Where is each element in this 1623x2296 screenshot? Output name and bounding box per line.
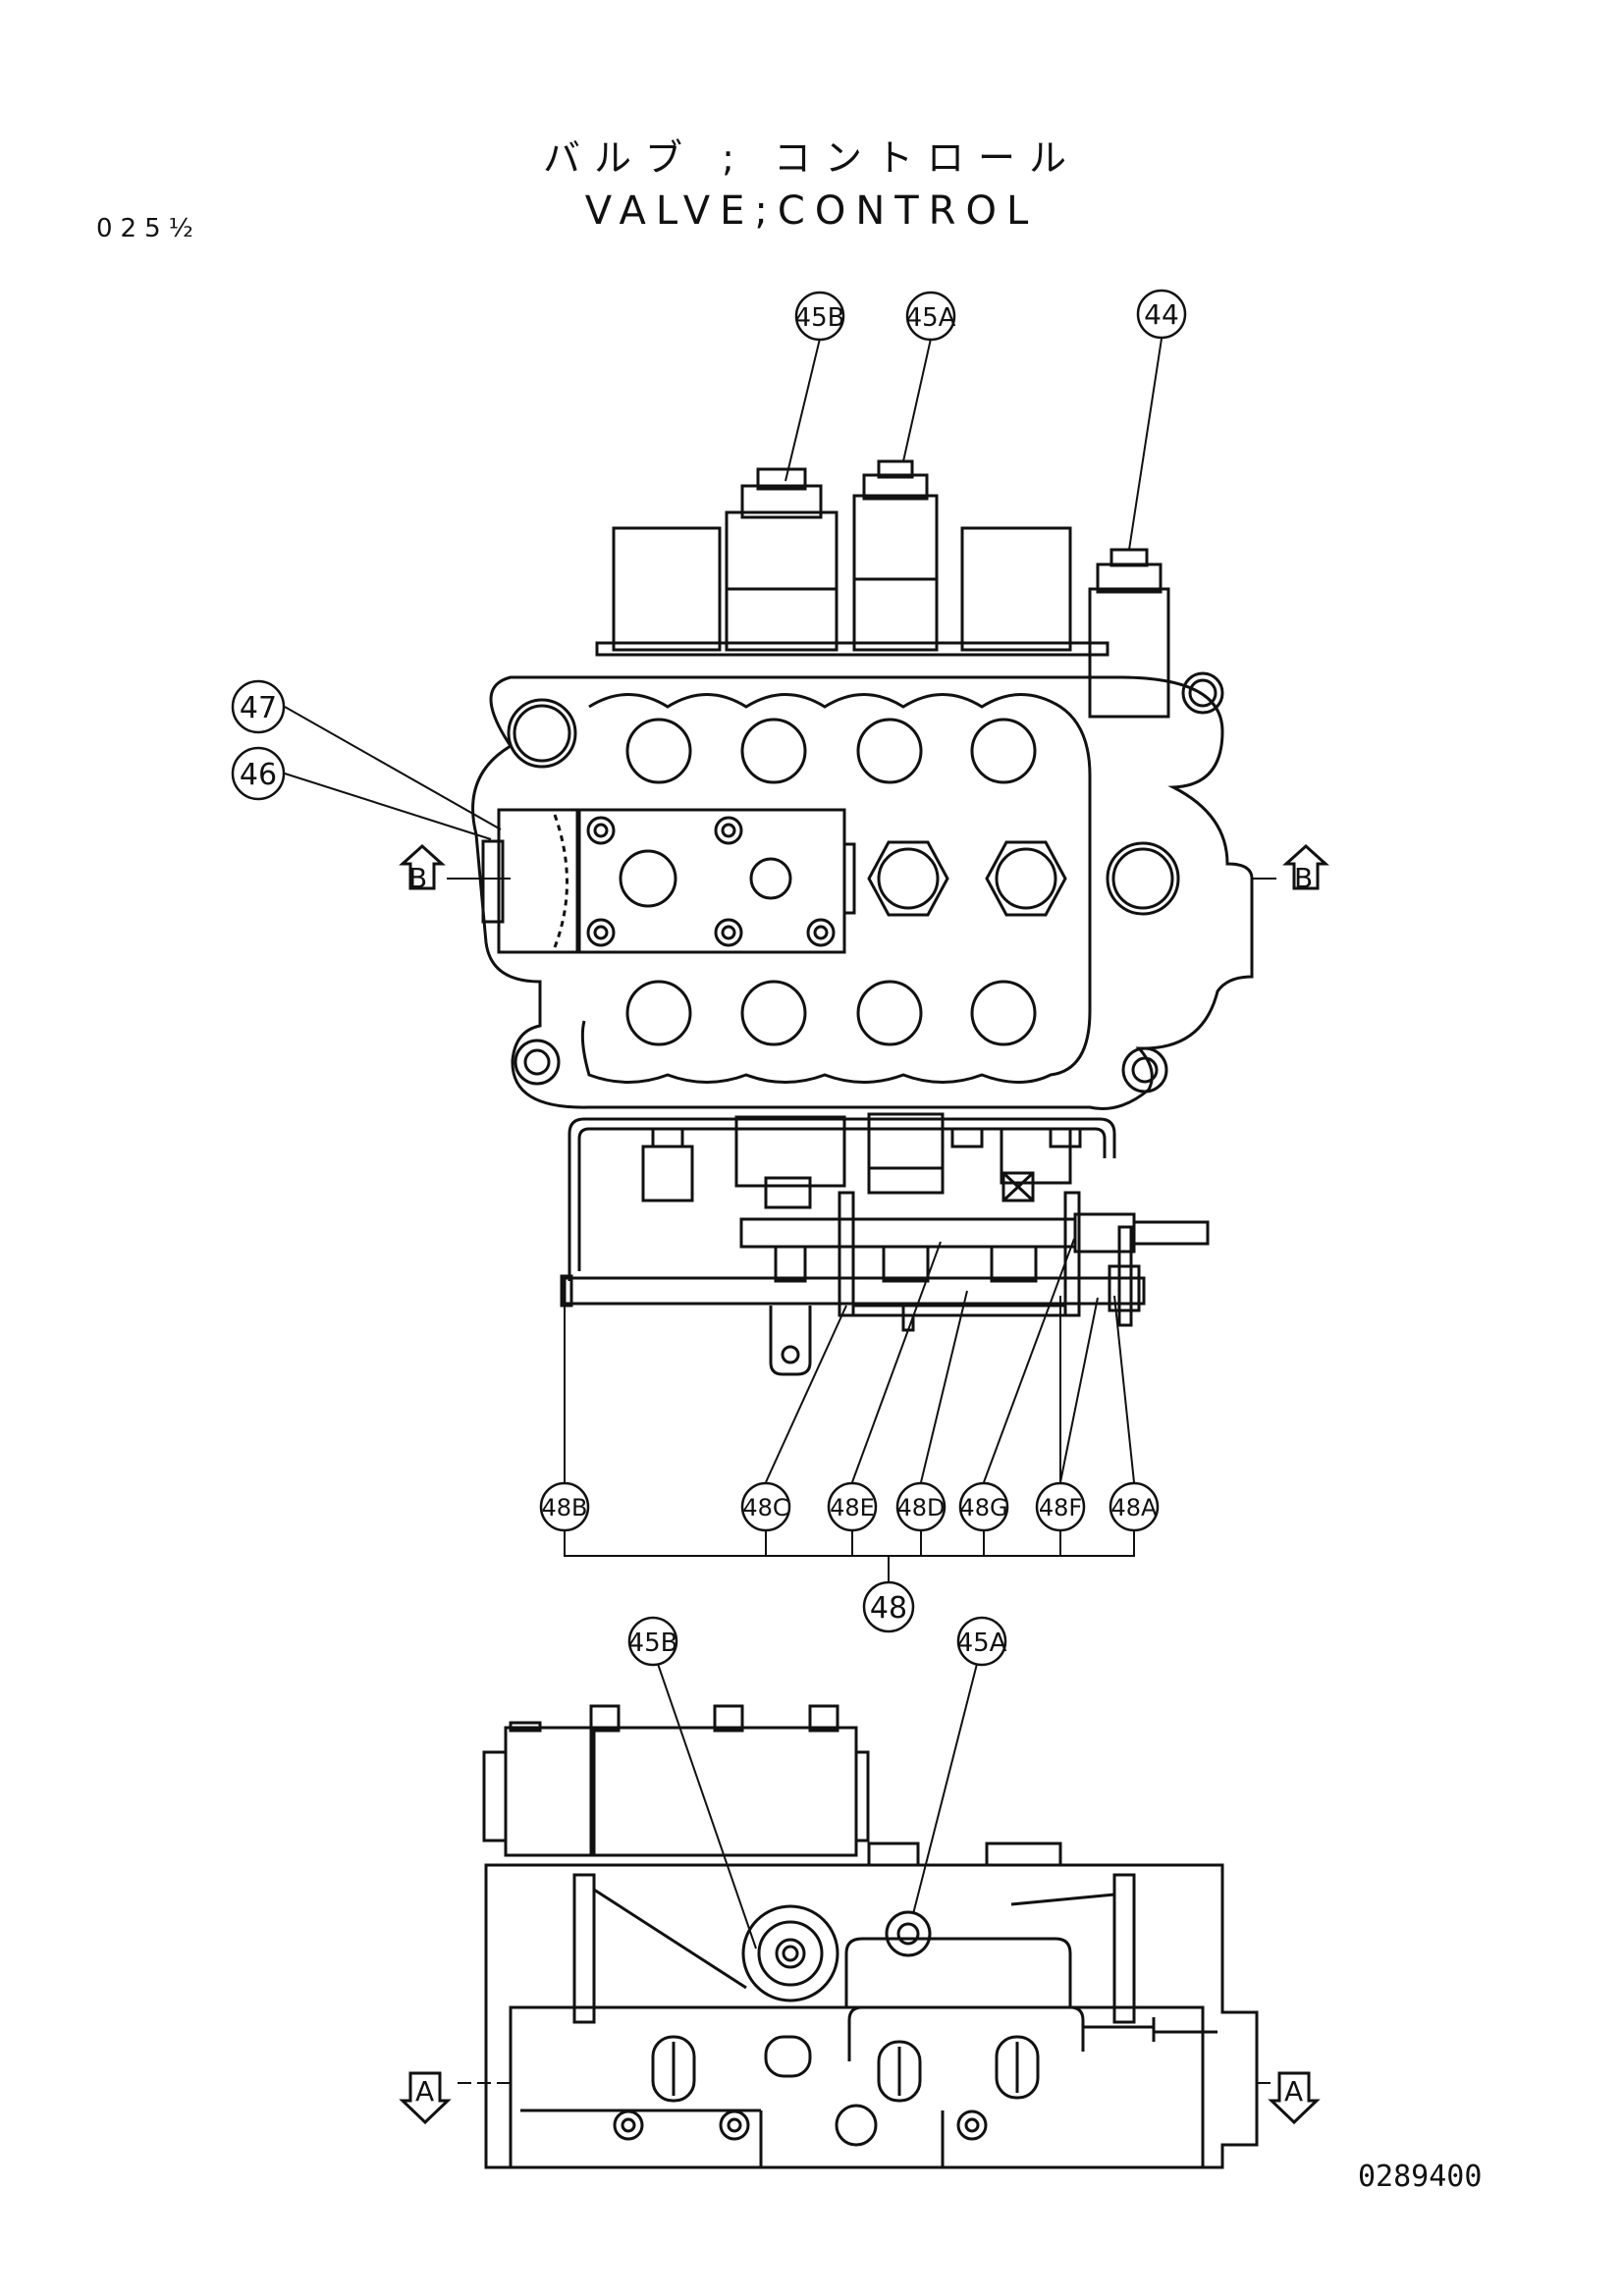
page-reference: 025½ bbox=[96, 214, 201, 243]
callout-45a-bottom: 45A bbox=[957, 1616, 1007, 1667]
title-japanese: バルブ ; コントロール bbox=[543, 136, 1080, 180]
svg-text:48E: 48E bbox=[830, 1494, 875, 1522]
drawing-number: 0289400 bbox=[1358, 2160, 1483, 2194]
callout-48c: 48C bbox=[740, 1481, 791, 1532]
callout-47: 47 bbox=[231, 679, 286, 734]
callout-45a-top: 45A bbox=[906, 291, 956, 342]
callout-48f: 48F bbox=[1035, 1481, 1086, 1532]
svg-text:48F: 48F bbox=[1039, 1494, 1082, 1522]
svg-text:B: B bbox=[1294, 862, 1313, 894]
svg-text:45B: 45B bbox=[628, 1629, 678, 1658]
svg-text:48: 48 bbox=[870, 1591, 907, 1626]
title-english: VALVE;CONTROL bbox=[584, 188, 1039, 234]
svg-text:A: A bbox=[1284, 2075, 1303, 2108]
callout-45b-bottom: 45B bbox=[628, 1616, 678, 1667]
callout-48: 48 bbox=[862, 1580, 915, 1633]
svg-text:44: 44 bbox=[1144, 298, 1179, 331]
svg-text:48D: 48D bbox=[896, 1494, 945, 1522]
svg-text:47: 47 bbox=[240, 691, 277, 725]
leader-lines bbox=[284, 338, 1276, 2084]
callout-44: 44 bbox=[1136, 289, 1187, 340]
section-mark-b-left: B bbox=[399, 843, 446, 894]
callout-48g: 48G bbox=[958, 1481, 1009, 1532]
callout-48e: 48E bbox=[827, 1481, 878, 1532]
svg-text:45A: 45A bbox=[906, 303, 956, 333]
section-mark-a-left: A bbox=[399, 2071, 452, 2125]
svg-text:48G: 48G bbox=[959, 1494, 1007, 1522]
svg-text:B: B bbox=[408, 862, 427, 894]
section-mark-a-right: A bbox=[1268, 2071, 1321, 2125]
svg-text:46: 46 bbox=[240, 758, 277, 792]
callout-48d: 48D bbox=[895, 1481, 947, 1532]
svg-text:A: A bbox=[415, 2075, 434, 2108]
svg-text:48C: 48C bbox=[742, 1494, 788, 1522]
svg-text:45A: 45A bbox=[957, 1629, 1007, 1658]
svg-text:48B: 48B bbox=[541, 1494, 587, 1522]
callout-45b-top: 45B bbox=[795, 291, 845, 342]
bottom-view-valve bbox=[482, 1704, 1259, 2169]
top-view-valve bbox=[471, 459, 1254, 1111]
section-mark-b-right: B bbox=[1282, 843, 1329, 894]
callout-48a: 48A bbox=[1109, 1481, 1160, 1532]
svg-text:48A: 48A bbox=[1111, 1494, 1159, 1522]
linkage-assembly bbox=[560, 1112, 1210, 1376]
svg-text:45B: 45B bbox=[795, 303, 845, 333]
callout-46: 46 bbox=[231, 746, 286, 801]
callout-48b: 48B bbox=[539, 1481, 590, 1532]
